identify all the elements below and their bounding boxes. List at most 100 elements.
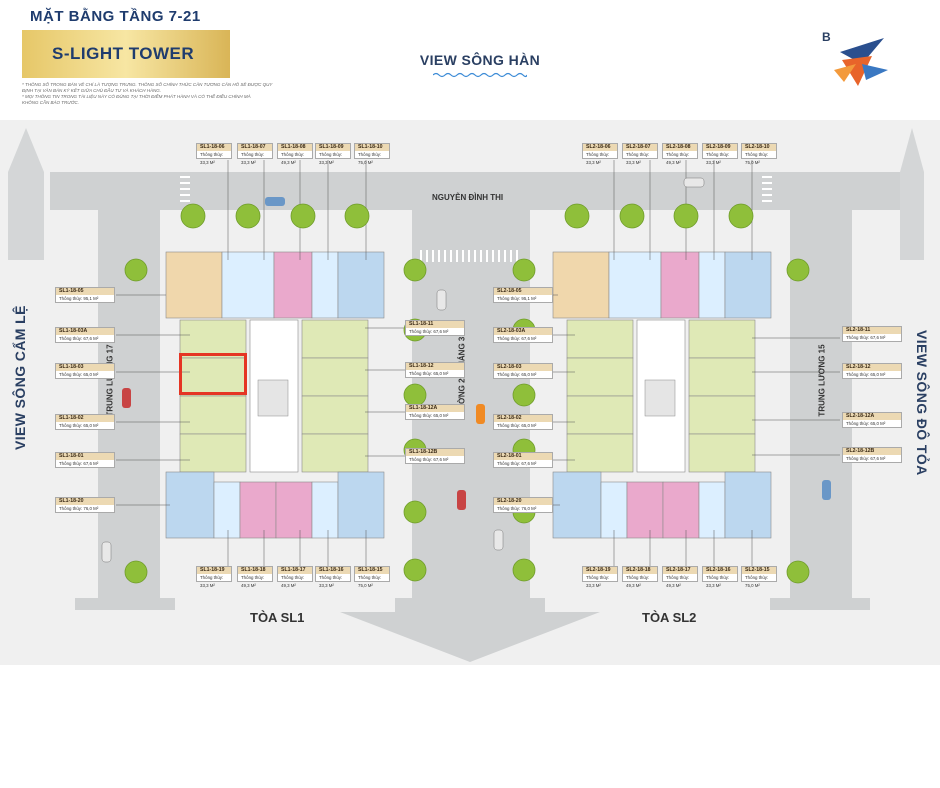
unit-area: Thông thủy: 33,3 M²	[586, 152, 610, 165]
unit-sl1-20[interactable]	[165, 471, 215, 539]
unit-sl1-03a[interactable]	[179, 319, 247, 359]
view-left: VIEW SÔNG CẨM LỆ	[12, 305, 28, 450]
unit-sl1-10[interactable]	[337, 251, 385, 319]
unit-area: Thông thủy: 65,0 M²	[497, 372, 537, 377]
unit-sl2-12[interactable]	[688, 357, 756, 397]
unit-code: SL2-18-03A	[494, 328, 552, 335]
unit-sl2-10[interactable]	[724, 251, 772, 319]
unit-sl1-09[interactable]	[311, 251, 339, 319]
unit-sl2-08[interactable]	[660, 251, 700, 319]
unit-sl2-03[interactable]	[566, 357, 634, 397]
unit-area: Thông thủy: 65,0 M²	[59, 423, 99, 428]
unit-sl1-16[interactable]	[311, 481, 339, 539]
road-label-left: TRUNG LƯƠNG 17	[105, 344, 115, 417]
unit-sl2-17[interactable]	[662, 481, 700, 539]
view-right: VIEW SÔNG ĐÔ TỎA	[914, 330, 930, 476]
highlighted-unit-marker	[179, 353, 247, 395]
unit-code: SL1-18-06	[197, 144, 231, 151]
unit-sl2-05[interactable]	[552, 251, 610, 319]
unit-sl1-05[interactable]	[165, 251, 223, 319]
unit-sl1-12[interactable]	[301, 357, 369, 397]
unit-sl1-11[interactable]	[301, 319, 369, 359]
unit-code: SL1-18-01	[56, 453, 114, 460]
unit-sl2-12b[interactable]	[688, 433, 756, 473]
unit-code: SL1-18-20	[56, 498, 114, 505]
unit-sl2-09[interactable]	[698, 251, 726, 319]
curb-corner	[745, 210, 790, 250]
unit-sl1-19[interactable]	[213, 481, 241, 539]
unit-sl2-16[interactable]	[698, 481, 726, 539]
unit-sl1-15[interactable]	[337, 471, 385, 539]
unit-code: SL2-18-20	[494, 498, 552, 505]
tower-label-sl1: TÒA SL1	[250, 610, 305, 625]
unit-sl2-15[interactable]	[724, 471, 772, 539]
unit-sl1-01[interactable]	[179, 433, 247, 473]
unit-sl1-12a[interactable]	[301, 395, 369, 435]
unit-sl2-19[interactable]	[600, 481, 628, 539]
unit-sl2-07[interactable]	[608, 251, 662, 319]
unit-sl2-01[interactable]	[566, 433, 634, 473]
arrow-bottom-center	[340, 612, 600, 662]
unit-sl2-12a[interactable]	[688, 395, 756, 435]
unit-sl2-03a[interactable]	[566, 319, 634, 359]
unit-sl1-08[interactable]	[273, 251, 313, 319]
curb-corner	[380, 210, 412, 245]
unit-sl2-20[interactable]	[552, 471, 602, 539]
unit-sl2-02[interactable]	[566, 395, 634, 435]
unit-sl1-17[interactable]	[275, 481, 313, 539]
unit-sl2-18[interactable]	[626, 481, 664, 539]
unit-code: SL2-18-08	[663, 144, 697, 151]
unit-sl1-12b[interactable]	[301, 433, 369, 473]
unit-code: SL2-18-06	[583, 144, 617, 151]
unit-sl1-18[interactable]	[239, 481, 277, 539]
unit-sl2-11[interactable]	[688, 319, 756, 359]
unit-sl1-07[interactable]	[221, 251, 275, 319]
unit-sl1-02[interactable]	[179, 395, 247, 435]
car	[436, 289, 447, 311]
unit-sl1-03[interactable]	[179, 357, 247, 397]
unit-area: Thông thủy: 75,0 M²	[358, 152, 382, 165]
project-name-banner: S-LIGHT TOWER	[22, 30, 230, 78]
unit-code: SL1-18-12	[406, 363, 464, 370]
